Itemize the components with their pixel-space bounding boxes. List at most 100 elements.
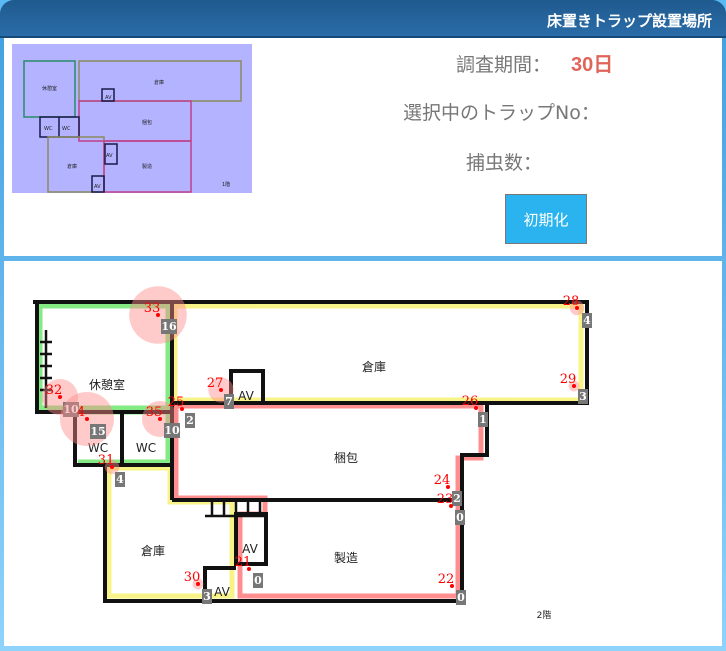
stairs-icon	[205, 502, 268, 518]
trap-dot	[219, 388, 223, 392]
trap-number: 21	[235, 555, 252, 570]
wall	[234, 512, 268, 566]
trap-count-badge	[582, 313, 592, 328]
trap-count: 15	[90, 425, 105, 438]
trap-count-badge	[224, 394, 234, 409]
trap-number: 26	[462, 394, 479, 409]
trap-dot	[110, 465, 114, 469]
trap-count: 4	[583, 314, 591, 327]
trap-count: 3	[579, 390, 587, 403]
trap-number: 35	[146, 405, 163, 420]
trap-count-badge	[90, 424, 106, 439]
trap-count: 10	[63, 403, 79, 416]
trap-dot	[156, 313, 160, 317]
trap-29[interactable]: 293	[560, 372, 588, 404]
thumb-room-label: 梱包	[142, 119, 152, 126]
selected-trap-label: 選択中のトラップNo：	[403, 102, 600, 124]
catch-count-label: 捕虫数：	[466, 152, 543, 174]
thumb-room-label: AV	[106, 153, 113, 159]
trap-count: 2	[186, 414, 194, 427]
thumb-room-label: AV	[94, 184, 101, 190]
outer-wall	[33, 300, 589, 603]
trap-28[interactable]: 284	[563, 294, 592, 328]
thumb-room-label: WC	[44, 126, 53, 132]
floor-label: 2階	[537, 610, 552, 621]
trap-23[interactable]: 230	[437, 492, 465, 525]
trap-31[interactable]: 314	[98, 453, 125, 487]
trap-number: 23	[437, 492, 454, 507]
trap-dot	[450, 584, 454, 588]
trap-count-badge	[185, 413, 195, 428]
room-label-av: AV	[238, 389, 254, 403]
room-label-wc: WC	[88, 441, 108, 455]
trap-number: 24	[434, 473, 451, 488]
trap-dot	[572, 384, 576, 388]
trap-number: 33	[144, 301, 161, 316]
thumb-room-label: 製造	[142, 163, 152, 170]
trap-4[interactable]: 4 15	[60, 392, 114, 446]
thumb-room-label: 休憩室	[42, 85, 57, 92]
trap-dot	[446, 485, 450, 489]
trap-24[interactable]: 242	[434, 473, 462, 506]
room-label-manufacturing: 製造	[334, 551, 358, 565]
reset-button[interactable]: 初期化	[505, 194, 587, 244]
thumb-floor-label: 1階	[222, 181, 230, 188]
trap-dot	[85, 417, 89, 421]
trap-count-badge	[202, 589, 212, 604]
trap-count: 7	[225, 395, 233, 408]
trap-number: 32	[46, 383, 63, 398]
trap-number: 31	[98, 453, 115, 468]
trap-21[interactable]: 210	[235, 555, 263, 588]
trap-count-badge	[452, 491, 462, 506]
trap-30[interactable]: 303	[184, 570, 212, 604]
trap-count: 10	[164, 424, 180, 437]
page-title: 床置きトラップ設置場所	[546, 12, 712, 30]
trap-22[interactable]: 220	[438, 572, 466, 605]
trap-number: 30	[184, 570, 201, 585]
trap-count: 0	[456, 511, 464, 524]
survey-period: 調査期間：30日	[456, 48, 613, 77]
trap-dot	[196, 582, 200, 586]
room-label-storage: 倉庫	[362, 359, 386, 374]
thumbnail-plan: 休憩室 WC WC 倉庫 梱包 倉庫 製造 AV AV AV 1階	[23, 60, 242, 193]
room-label-storage: 倉庫	[141, 543, 165, 558]
thumb-room-label: WC	[62, 126, 71, 132]
thumb-room-label: 倉庫	[154, 79, 164, 86]
trap-dot	[474, 406, 478, 410]
room-label-packing: 梱包	[334, 451, 358, 465]
trap-count: 0	[457, 591, 465, 604]
trap-count-badge	[478, 412, 488, 427]
room-label-av: AV	[214, 585, 230, 599]
survey-period-value: 30日	[571, 54, 614, 76]
trap-number: 28	[563, 294, 580, 309]
room-label-wc: WC	[136, 441, 156, 455]
room-label-av: AV	[242, 542, 258, 556]
wall	[229, 369, 265, 403]
trap-count-badge	[253, 573, 263, 588]
trap-dot	[158, 417, 162, 421]
trap-25[interactable]: 252	[168, 395, 195, 428]
trap-count-badge	[455, 510, 465, 525]
trap-count-badge	[578, 389, 588, 404]
floor-thumbnail[interactable]: 休憩室 WC WC 倉庫 梱包 倉庫 製造 AV AV AV 1階	[12, 44, 252, 193]
room-label-rest: 休憩室	[89, 377, 125, 392]
trap-26[interactable]: 261	[462, 394, 488, 427]
thumb-room-label: 倉庫	[67, 163, 77, 170]
summary-panel: 休憩室 WC WC 倉庫 梱包 倉庫 製造 AV AV AV 1階 調査期間：3…	[4, 38, 722, 256]
thumb-room-label: AV	[105, 95, 112, 101]
trap-dot	[247, 567, 251, 571]
stairs-icon	[40, 330, 52, 408]
trap-27[interactable]: 277	[207, 376, 234, 409]
trap-count: 0	[254, 574, 262, 587]
trap-count: 1	[479, 413, 487, 426]
trap-dot	[449, 504, 453, 508]
trap-count-badge	[164, 423, 180, 438]
trap-count-badge	[63, 402, 79, 417]
storage-top-zone-outline	[172, 303, 584, 403]
trap-dot	[180, 407, 184, 411]
trap-number: 4	[77, 405, 85, 420]
